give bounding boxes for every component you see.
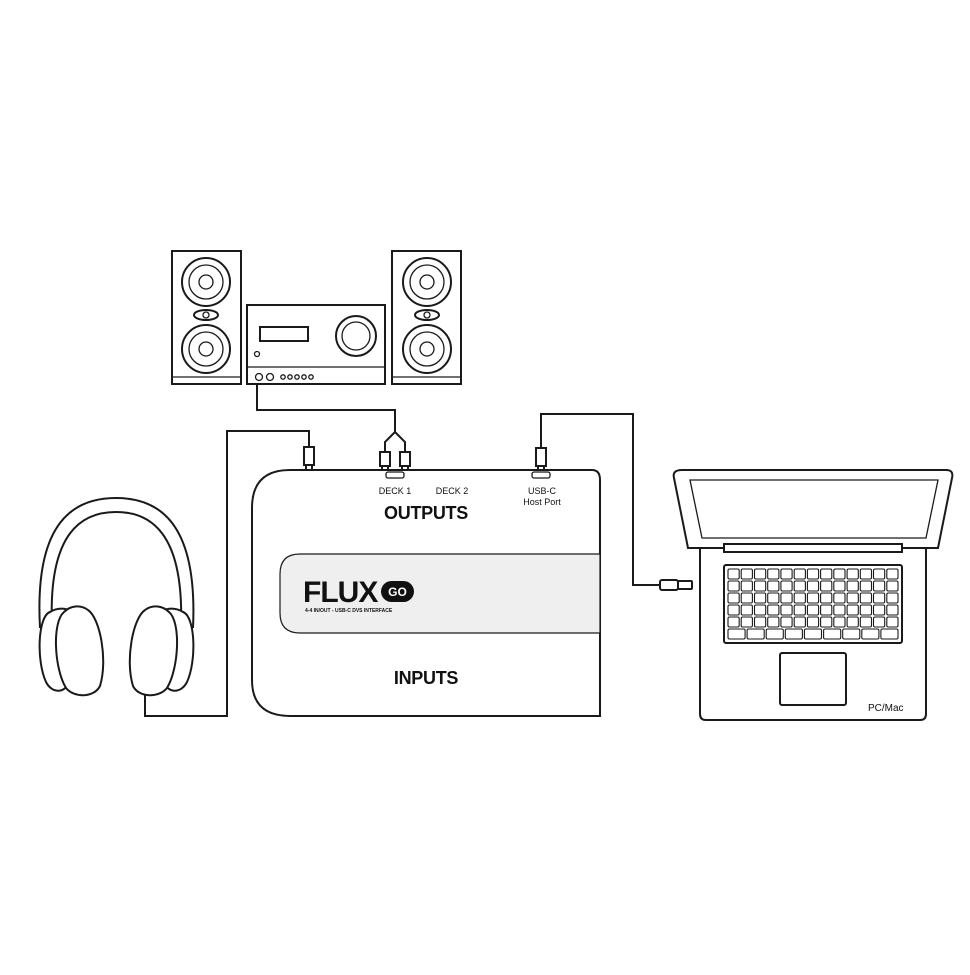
keyboard-key <box>753 580 767 592</box>
keyboard-key <box>727 628 746 640</box>
usb-plug-icon <box>659 579 693 591</box>
keyboard-key <box>842 628 861 640</box>
keyboard-key <box>767 580 780 592</box>
port-label-deck2: DECK 2 <box>436 486 469 496</box>
brand-logo: FLUX GO 4-4 IN/OUT - USB-C DVS INTERFACE <box>303 576 414 614</box>
brand-name: FLUX <box>303 576 378 609</box>
keyboard-key <box>767 592 780 604</box>
outputs-heading: OUTPUTS <box>384 503 468 523</box>
keyboard-key <box>767 604 780 616</box>
brand-badge: GO <box>388 585 407 599</box>
keyboard-key <box>823 628 842 640</box>
speaker-right-icon <box>391 250 462 385</box>
keyboard-key <box>846 568 859 580</box>
keyboard-key <box>806 592 820 604</box>
computer-label: PC/Mac <box>868 703 904 714</box>
keyboard-key <box>833 604 846 616</box>
keyboard-key <box>753 568 767 580</box>
keyboard-key <box>820 568 833 580</box>
keyboard-key <box>793 616 806 628</box>
keyboard-key <box>793 580 806 592</box>
keyboard-key <box>859 568 873 580</box>
keyboard-key <box>820 616 833 628</box>
keyboard-key <box>780 580 793 592</box>
port-label-usb-c: USB-C <box>528 486 557 496</box>
keyboard-key <box>880 628 899 640</box>
keyboard-key <box>859 604 873 616</box>
keyboard-key <box>780 568 793 580</box>
speaker-left-icon <box>171 250 242 385</box>
keyboard-key <box>753 616 767 628</box>
keyboard-key <box>846 616 859 628</box>
keyboard-key <box>727 604 740 616</box>
keyboard-key <box>806 616 820 628</box>
keyboard-key <box>767 616 780 628</box>
headphone-cable <box>144 430 310 717</box>
keyboard-key <box>727 616 740 628</box>
keyboard-key <box>806 568 820 580</box>
keyboard-key <box>793 568 806 580</box>
keyboard-key <box>740 568 753 580</box>
keyboard-key <box>886 616 899 628</box>
keyboard-key <box>740 616 753 628</box>
keyboard-key <box>740 592 753 604</box>
keyboard-key <box>727 568 740 580</box>
laptop-icon <box>672 469 954 721</box>
keyboard-key <box>833 616 846 628</box>
keyboard-key <box>833 580 846 592</box>
keyboard-key <box>886 580 899 592</box>
keyboard-key <box>806 604 820 616</box>
keyboard-key <box>859 592 873 604</box>
keyboard-key <box>872 592 886 604</box>
keyboard-key <box>886 568 899 580</box>
keyboard-key <box>740 604 753 616</box>
keyboard-key <box>859 616 873 628</box>
rca-plugs-icon <box>379 431 411 475</box>
keyboard-key <box>806 580 820 592</box>
brand-tagline: 4-4 IN/OUT - USB-C DVS INTERFACE <box>305 608 393 614</box>
rca-cable <box>256 384 396 432</box>
keyboard-key <box>861 628 880 640</box>
usb-cable <box>540 413 660 586</box>
amplifier-icon <box>246 304 386 385</box>
keyboard-key <box>820 592 833 604</box>
keyboard-key <box>784 628 803 640</box>
keyboard-key <box>820 604 833 616</box>
keyboard-key <box>780 616 793 628</box>
keyboard-key <box>846 592 859 604</box>
dvs-interface-device <box>251 469 601 717</box>
keyboard-key <box>753 604 767 616</box>
keyboard-key <box>872 604 886 616</box>
keyboard-key <box>727 580 740 592</box>
keyboard-key <box>846 604 859 616</box>
keyboard-key <box>833 592 846 604</box>
keyboard-key <box>872 616 886 628</box>
port-label-host-port: Host Port <box>523 497 561 507</box>
port-label-deck1: DECK 1 <box>379 486 412 496</box>
keyboard-key <box>872 580 886 592</box>
keyboard-key <box>886 604 899 616</box>
inputs-heading: INPUTS <box>394 668 459 688</box>
headphones-icon <box>38 496 195 697</box>
keyboard-key <box>780 604 793 616</box>
keyboard-key <box>820 580 833 592</box>
keyboard-key <box>872 568 886 580</box>
keyboard-key <box>833 568 846 580</box>
keyboard-key <box>780 592 793 604</box>
keyboard-key <box>793 592 806 604</box>
keyboard-key <box>767 568 780 580</box>
keyboard-key <box>765 628 784 640</box>
keyboard-key <box>753 592 767 604</box>
keyboard-key <box>886 592 899 604</box>
keyboard-key <box>740 580 753 592</box>
keyboard-key <box>859 580 873 592</box>
keyboard-key <box>793 604 806 616</box>
keyboard-key <box>846 580 859 592</box>
keyboard-key <box>746 628 765 640</box>
keyboard-key <box>803 628 823 640</box>
keyboard-keys <box>727 568 899 640</box>
keyboard-key <box>727 592 740 604</box>
